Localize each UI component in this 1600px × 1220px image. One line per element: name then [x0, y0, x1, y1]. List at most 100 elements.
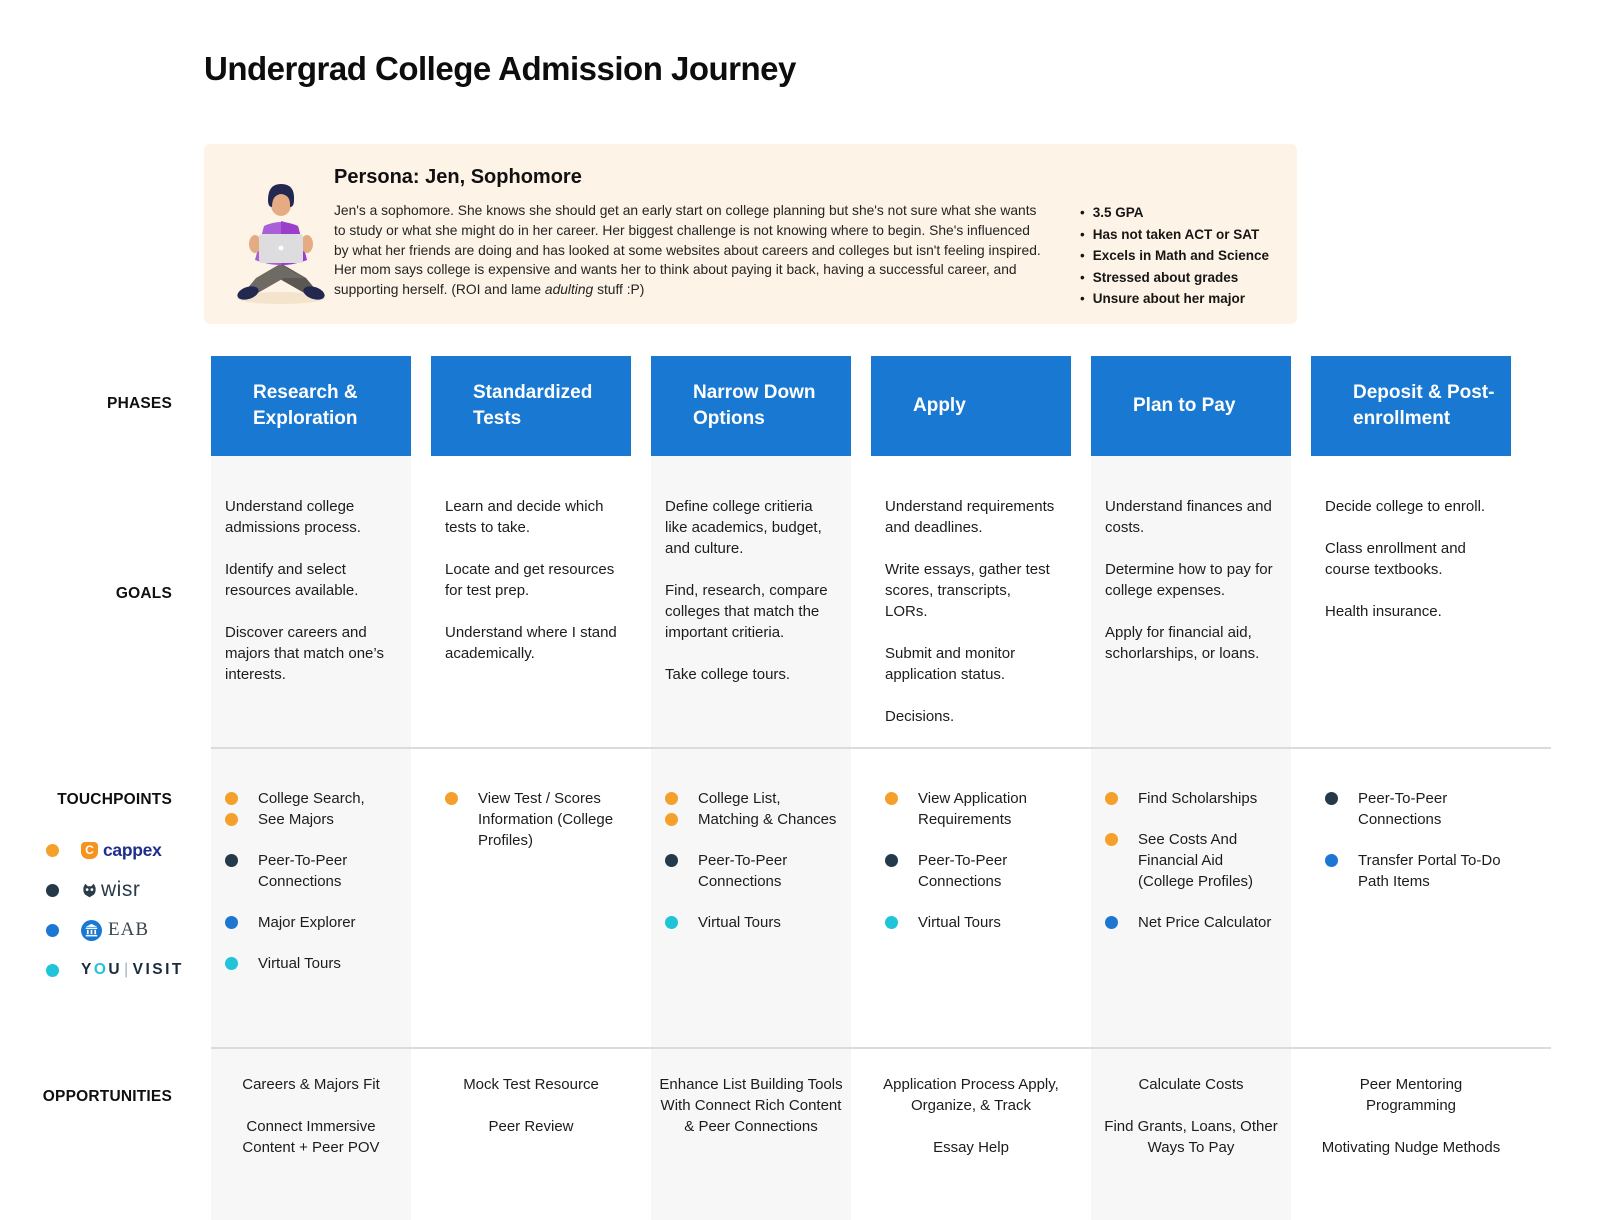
goal-item: Learn and decide which tests to take. [445, 498, 604, 536]
touchpoint-item: Major Explorer [225, 912, 403, 933]
row-label-opportunities: OPPORTUNITIES [42, 1088, 172, 1105]
goal-item: Apply for financial aid, schorlarships, … [1105, 624, 1260, 662]
persona-avatar-illustration [237, 184, 325, 304]
goal-item: Determine how to pay for college expense… [1105, 561, 1273, 599]
touchpoint-item: Matching & Chances [665, 809, 843, 830]
goal-item: Decisions. [885, 708, 955, 725]
goals-list: Define college critieria like academics,… [651, 456, 851, 748]
phase-header: Plan to Pay [1091, 356, 1291, 456]
legend-item-eab: EAB [46, 910, 184, 950]
goal-item: Understand requirements and deadlines. [885, 498, 1055, 536]
touchpoint-dot [885, 854, 898, 867]
cappex-logo: C cappex [81, 840, 162, 861]
opportunity-item: Enhance List Building Tools With Connect… [659, 1076, 843, 1135]
journey-grid: Research & Exploration Understand colleg… [211, 356, 1531, 1220]
touchpoint-item: Net Price Calculator [1105, 912, 1283, 933]
opportunity-item: Essay Help [933, 1139, 1009, 1156]
phase-column-apply: Apply Understand requirements and deadli… [871, 356, 1071, 1220]
goals-list: Understand college admissions process. I… [211, 456, 411, 748]
touchpoint-item: Peer-To-Peer Connections [665, 850, 843, 892]
goal-item: Take college tours. [665, 666, 791, 683]
touchpoint-item: Peer-To-Peer Connections [225, 850, 403, 892]
goal-item: Discover careers and majors that match o… [225, 624, 384, 683]
touchpoint-dot [885, 916, 898, 929]
touchpoint-dot [1325, 854, 1338, 867]
divider-goals-touchpoints [211, 747, 1551, 749]
touchpoint-item: View Test / Scores Information (College … [445, 788, 623, 851]
persona-fact: •Excels in Math and Science [1080, 248, 1270, 263]
phase-header: Deposit & Post-enrollment [1311, 356, 1511, 456]
persona-facts-list: •3.5 GPA •Has not taken ACT or SAT •Exce… [1080, 202, 1290, 310]
legend-item-wisr: wisr [46, 870, 184, 910]
touchpoint-dot [225, 854, 238, 867]
phase-column-plan-to-pay: Plan to Pay Understand finances and cost… [1091, 356, 1291, 1220]
opportunity-item: Application Process Apply, Organize, & T… [883, 1076, 1059, 1114]
goal-item: Define college critieria like academics,… [665, 498, 822, 557]
phase-column-deposit-post-enrollment: Deposit & Post-enrollment Decide college… [1311, 356, 1511, 1220]
opportunity-item: Calculate Costs [1138, 1076, 1244, 1093]
touchpoints-list: Peer-To-Peer Connections Transfer Portal… [1311, 748, 1511, 1048]
touchpoint-dot [225, 957, 238, 970]
goal-item: Identify and select resources available. [225, 561, 359, 599]
touchpoints-legend: C cappex wisr [46, 830, 184, 990]
opportunity-item: Peer Review [488, 1118, 574, 1135]
row-label-touchpoints: TOUCHPOINTS [57, 791, 172, 808]
opportunity-item: Motivating Nudge Methods [1321, 1139, 1501, 1156]
opportunities-list: Mock Test Resource Peer Review [431, 1048, 631, 1137]
persona-card: Persona: Jen, Sophomore Jen's a sophomor… [204, 144, 1297, 324]
wisr-dot [46, 883, 59, 897]
touchpoint-item: View Application Requirements [885, 788, 1063, 830]
touchpoint-item: Peer-To-Peer Connections [885, 850, 1063, 892]
goal-item: Locate and get resources for test prep. [445, 561, 615, 599]
opportunity-item: Connect Immersive Content + Peer POV [242, 1118, 380, 1156]
persona-fact: •3.5 GPA [1080, 205, 1144, 220]
wisr-owl-icon [83, 883, 96, 897]
phase-header: Standardized Tests [431, 356, 631, 456]
phase-header: Narrow Down Options [651, 356, 851, 456]
touchpoint-item: College List, [665, 788, 843, 809]
touchpoint-item: College Search, [225, 788, 403, 809]
touchpoint-dot [885, 792, 898, 805]
goal-item: Decide college to enroll. [1325, 498, 1486, 515]
phase-column-standardized-tests: Standardized Tests Learn and decide whic… [431, 356, 631, 1220]
phase-column-research-exploration: Research & Exploration Understand colleg… [211, 356, 411, 1220]
touchpoint-item: Find Scholarships [1105, 788, 1283, 809]
eab-logo: EAB [81, 919, 149, 941]
touchpoints-list: Find Scholarships See Costs And Financia… [1091, 748, 1291, 1048]
opportunities-list: Calculate Costs Find Grants, Loans, Othe… [1091, 1048, 1291, 1158]
wisr-logo: wisr [81, 878, 140, 902]
goal-item: Understand college admissions process. [225, 498, 361, 536]
persona-fact: •Has not taken ACT or SAT [1080, 226, 1260, 242]
goal-item: Health insurance. [1325, 603, 1442, 620]
touchpoint-item: Virtual Tours [665, 912, 843, 933]
goals-list: Understand finances and costs. Determine… [1091, 456, 1291, 748]
touchpoint-item: Virtual Tours [225, 953, 403, 974]
cappex-badge-icon: C [81, 841, 98, 859]
touchpoints-list: College Search, See Majors Peer-To-Peer … [211, 748, 411, 1048]
touchpoint-dot [665, 916, 678, 929]
persona-description: Jen's a sophomore. She knows she should … [334, 203, 1041, 298]
cappex-dot [46, 843, 59, 857]
touchpoint-item: Virtual Tours [885, 912, 1063, 933]
row-label-goals: GOALS [115, 585, 172, 602]
touchpoint-item: Transfer Portal To-Do Path Items [1325, 850, 1503, 892]
touchpoints-list: View Application Requirements Peer-To-Pe… [871, 748, 1071, 1048]
page-title: Undergrad College Admission Journey [204, 50, 796, 87]
eab-dot [46, 923, 59, 937]
opportunities-list: Enhance List Building Tools With Connect… [651, 1048, 851, 1137]
goal-item: Find, research, compare colleges that ma… [665, 582, 828, 641]
opportunities-list: Careers & Majors Fit Connect Immersive C… [211, 1048, 411, 1158]
opportunity-item: Peer Mentoring Programming [1359, 1076, 1463, 1114]
touchpoint-item: See Costs And Financial Aid (College Pro… [1105, 829, 1283, 892]
touchpoint-dot [225, 813, 238, 826]
touchpoints-list: View Test / Scores Information (College … [431, 748, 631, 1048]
opportunities-list: Peer Mentoring Programming Motivating Nu… [1311, 1048, 1511, 1158]
touchpoint-dot [445, 792, 458, 805]
touchpoint-dot [225, 792, 238, 805]
persona-heading: Persona: Jen, Sophomore [334, 166, 582, 188]
touchpoint-dot [1105, 833, 1118, 846]
phase-header: Research & Exploration [211, 356, 411, 456]
